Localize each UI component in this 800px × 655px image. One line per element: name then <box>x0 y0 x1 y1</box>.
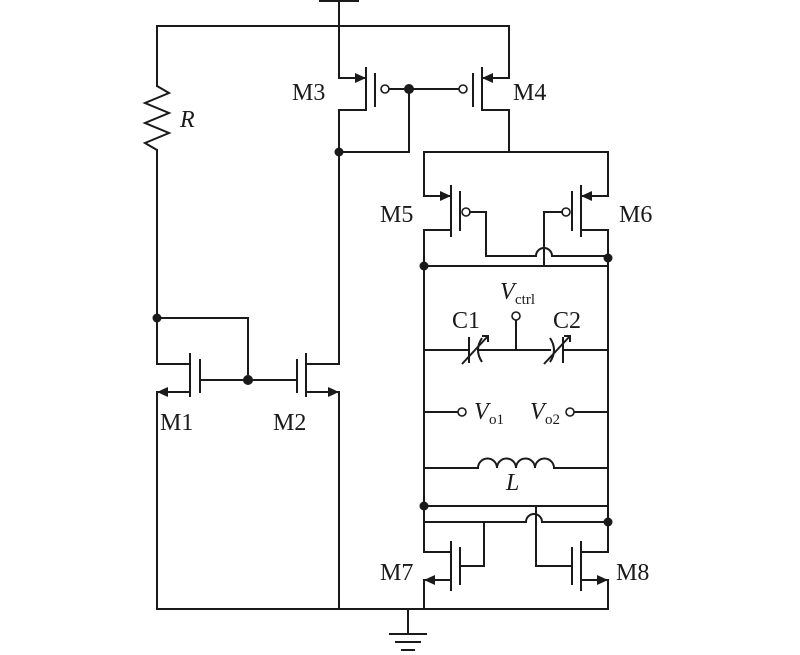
resistor-label: R <box>179 107 195 133</box>
vo2-subscript: o2 <box>545 412 560 428</box>
c2-label: C2 <box>553 308 581 334</box>
m5-label: M5 <box>380 202 413 228</box>
cross-coupling-bottom <box>419 501 613 527</box>
varactor-pair: C1 C2 V ctrl <box>423 279 609 365</box>
output-terminals: V o1 V o2 <box>423 399 609 428</box>
vo2-label: V <box>530 399 547 425</box>
inductor-label: L <box>505 470 519 496</box>
transistor-m4: M4 <box>458 25 546 153</box>
resistor-r: R <box>142 25 195 319</box>
transistor-m5: M5 <box>380 185 609 267</box>
transistor-m7: M7 <box>380 505 485 610</box>
transistor-m6: M6 <box>423 185 652 267</box>
vctrl-subscript: ctrl <box>515 292 535 308</box>
vo1-subscript: o1 <box>489 412 504 428</box>
m7-label: M7 <box>380 560 413 586</box>
transistor-m1: M1 <box>152 313 298 610</box>
tank-rails <box>419 253 613 523</box>
tail-node <box>423 151 609 197</box>
m4-label: M4 <box>513 80 546 106</box>
transistor-m8: M8 <box>535 505 649 610</box>
transistor-m2: M2 <box>273 151 340 610</box>
vdd-rail <box>156 0 510 27</box>
c1-label: C1 <box>452 308 480 334</box>
transistor-m3: M3 <box>292 25 460 157</box>
ground <box>156 608 609 651</box>
m3-label: M3 <box>292 80 325 106</box>
vo1-label: V <box>474 399 491 425</box>
m1-label: M1 <box>160 410 193 436</box>
m8-label: M8 <box>616 560 649 586</box>
m6-label: M6 <box>619 202 652 228</box>
inductor-l: L <box>423 457 609 496</box>
vctrl-label: V <box>500 279 517 305</box>
m2-label: M2 <box>273 410 306 436</box>
